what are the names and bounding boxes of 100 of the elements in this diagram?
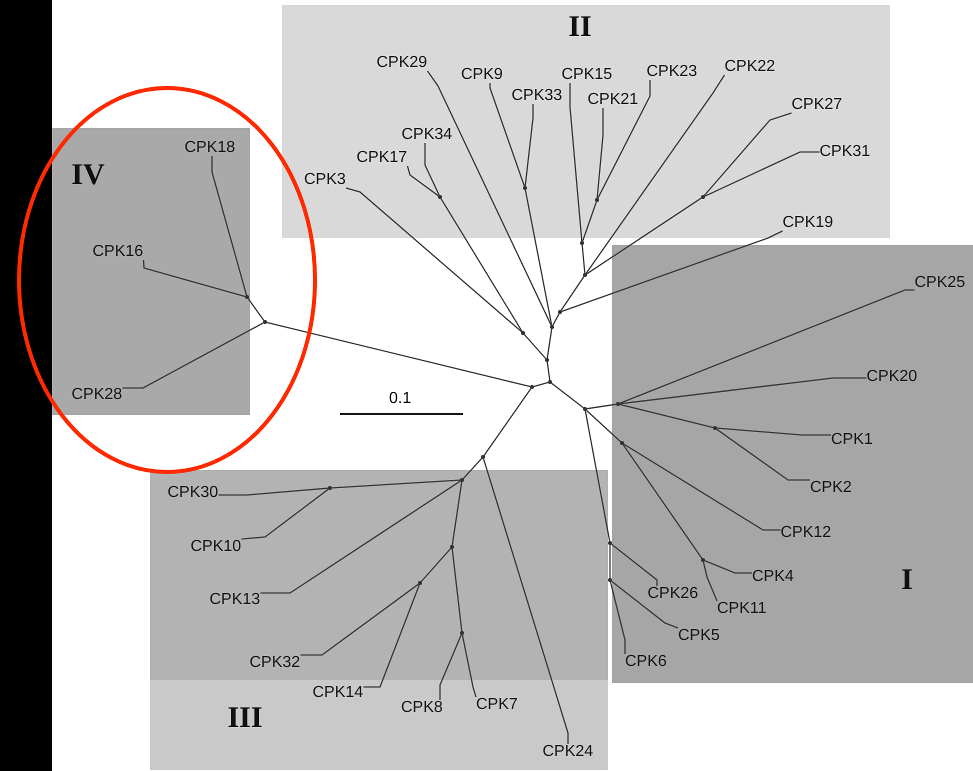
gene-label: CPK1 <box>831 432 873 448</box>
branch-line <box>248 298 264 321</box>
gene-label: CPK5 <box>678 628 720 644</box>
branch-line <box>704 560 752 574</box>
branch-point <box>713 426 717 430</box>
group-numeral: III <box>227 703 263 733</box>
branch-line <box>560 276 584 311</box>
gene-label: CPK34 <box>402 127 452 143</box>
branch-point <box>545 358 549 362</box>
branch-line <box>597 80 651 199</box>
gene-label: CPK32 <box>250 655 300 671</box>
branch-line <box>546 328 552 358</box>
branch-line <box>702 562 718 602</box>
gene-label: CPK17 <box>356 150 408 166</box>
branch-point <box>328 486 332 490</box>
branch-point <box>616 402 620 406</box>
branch-line <box>704 112 792 196</box>
branch-point <box>608 541 612 545</box>
branch-line <box>622 444 702 559</box>
branch-line <box>364 584 420 688</box>
branch-line <box>716 428 831 436</box>
gene-label: CPK27 <box>792 97 842 113</box>
gene-label: CPK31 <box>820 144 870 160</box>
gene-label: CPK9 <box>461 67 503 83</box>
branch-line <box>439 634 462 700</box>
branch-line <box>346 187 522 332</box>
gene-label: CPK22 <box>724 59 776 75</box>
branch-point <box>438 195 442 199</box>
branch-line <box>582 202 597 242</box>
gene-label: CPK13 <box>210 592 260 608</box>
branch-line <box>266 322 530 388</box>
branch-line <box>620 404 714 428</box>
group-numeral: I <box>901 565 913 595</box>
gene-label: CPK8 <box>401 700 443 716</box>
branch-line <box>524 334 546 359</box>
branch-line <box>142 260 246 298</box>
branch-point <box>450 545 454 549</box>
branch-point <box>701 558 705 562</box>
branch-line <box>122 322 264 389</box>
group-band <box>52 128 250 415</box>
branch-line <box>546 362 550 380</box>
branch-point <box>701 195 705 199</box>
branch-line <box>552 313 560 326</box>
branch-line <box>452 482 462 546</box>
branch-line <box>586 410 621 442</box>
branch-line <box>462 458 482 479</box>
branch-point <box>245 295 249 299</box>
group-numeral: II <box>568 12 592 42</box>
branch-line <box>716 428 810 481</box>
gene-label: CPK25 <box>914 275 966 291</box>
gene-label: CPK12 <box>780 525 832 541</box>
branch-line <box>424 143 440 196</box>
branch-line <box>524 190 552 326</box>
branch-line <box>440 198 523 332</box>
branch-line <box>484 388 532 456</box>
branch-point <box>620 441 624 445</box>
branch-line <box>610 582 626 654</box>
branch-line <box>620 289 914 404</box>
branch-point <box>583 273 587 277</box>
branch-line <box>300 584 419 656</box>
branch-point <box>550 325 554 329</box>
gene-label: CPK26 <box>648 586 698 602</box>
branch-line <box>704 151 820 197</box>
branch-point <box>580 241 584 245</box>
branch-line <box>524 104 534 186</box>
branch-point <box>558 310 562 314</box>
group-band <box>612 245 973 683</box>
branch-line <box>586 198 702 274</box>
branch-line <box>489 83 525 186</box>
group-band <box>150 470 608 770</box>
branch-line <box>584 410 610 542</box>
branch-point <box>583 407 587 411</box>
gene-label: CPK19 <box>782 215 834 231</box>
branch-line <box>582 244 586 274</box>
branch-point <box>608 578 612 582</box>
branch-line <box>534 382 548 388</box>
branch-line <box>562 230 783 312</box>
gene-label: CPK7 <box>476 697 518 713</box>
gene-label: CPK30 <box>168 485 218 501</box>
gene-label: CPK24 <box>542 744 594 760</box>
branch-point <box>263 320 267 324</box>
branch-line <box>426 70 552 326</box>
branch-line <box>482 458 569 744</box>
branch-point <box>530 385 534 389</box>
branch-point <box>460 478 464 482</box>
gene-label: CPK15 <box>562 67 612 83</box>
gene-label: CPK10 <box>190 539 242 555</box>
branch-line <box>596 108 604 198</box>
gene-label: CPK4 <box>752 569 794 585</box>
gene-label: CPK29 <box>376 55 428 71</box>
branch-line <box>611 580 678 629</box>
branch-line <box>420 548 452 582</box>
branch-line <box>569 83 582 242</box>
branch-point <box>595 198 599 202</box>
gene-label: CPK33 <box>512 88 562 104</box>
branch-line <box>406 166 439 196</box>
gene-label: CPK16 <box>92 244 144 260</box>
branch-line <box>260 480 461 594</box>
group-band <box>282 5 890 238</box>
branch-line <box>623 444 780 531</box>
